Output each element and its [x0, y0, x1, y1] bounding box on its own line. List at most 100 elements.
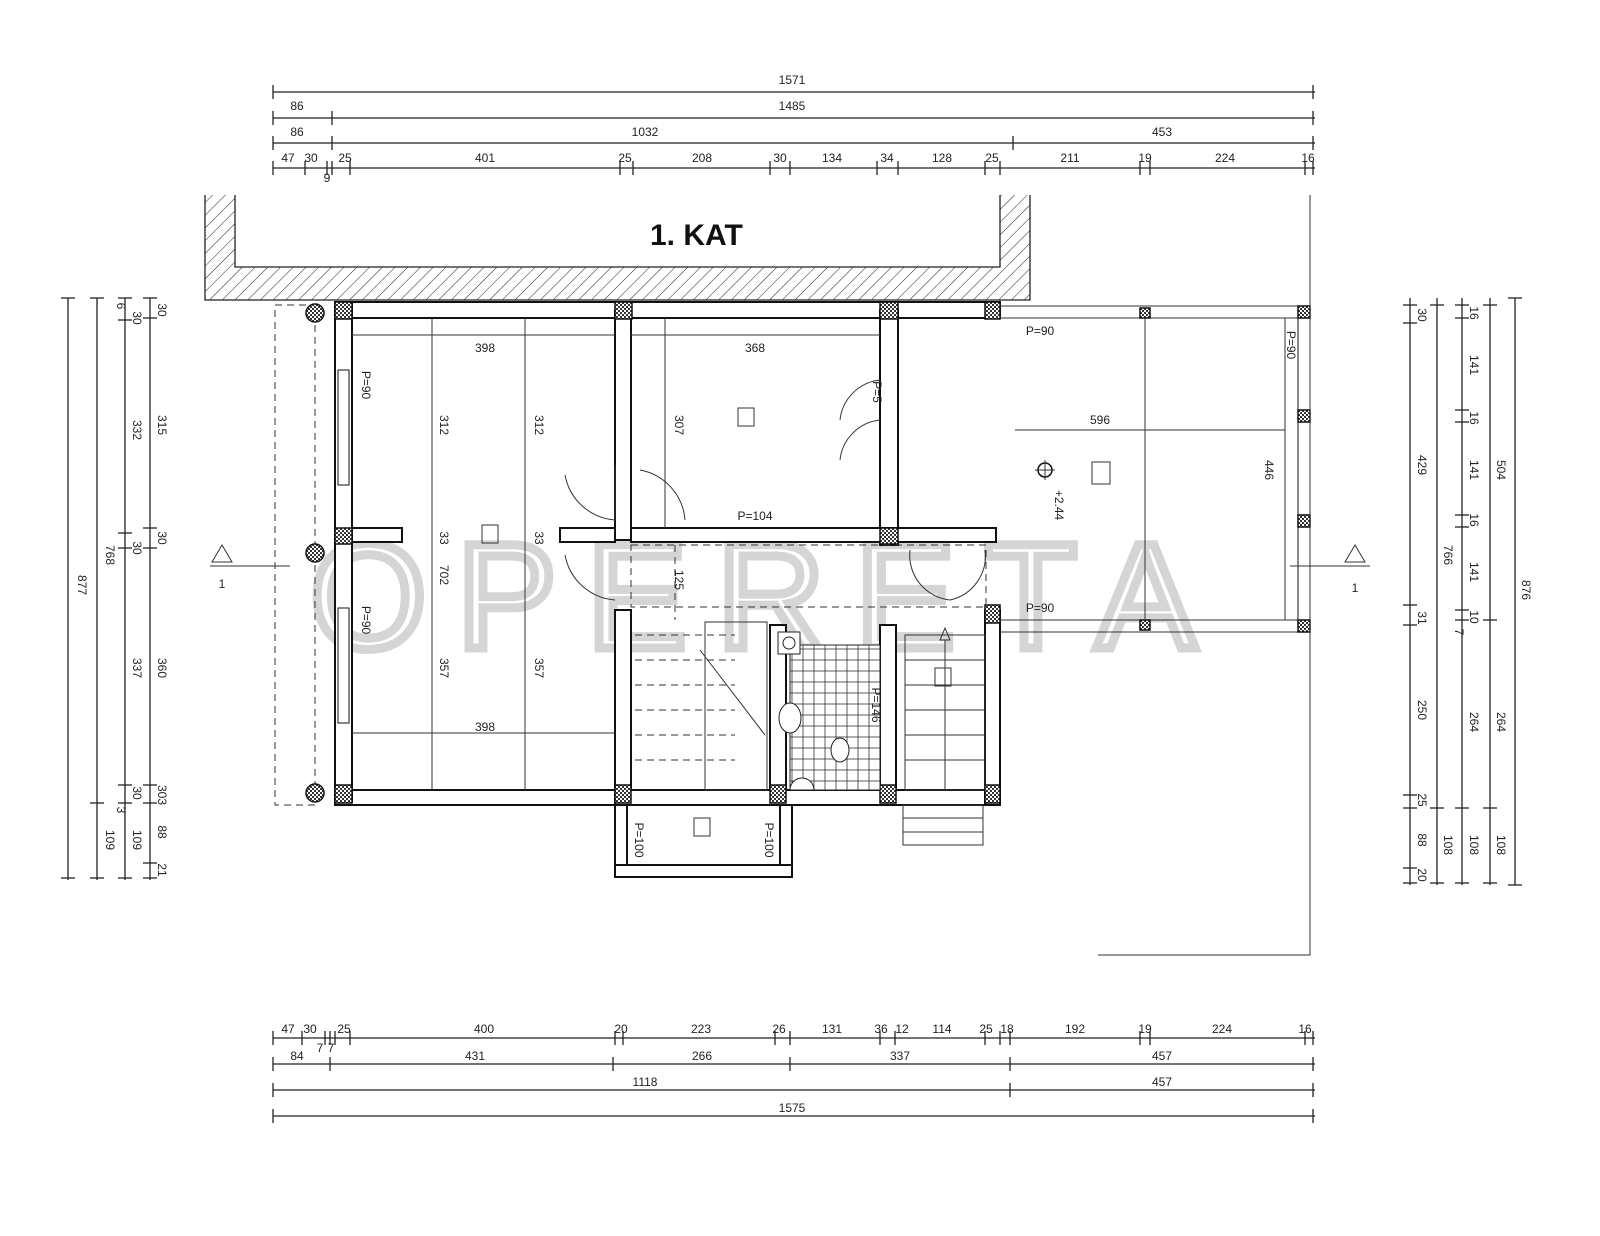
elevation-label: +2.44 — [1052, 490, 1066, 521]
dimension-label: 1485 — [779, 99, 806, 113]
room-dimension-label: 307 — [672, 415, 686, 435]
room-dimension-label: 312 — [532, 415, 546, 435]
dimension-label: 9 — [324, 171, 331, 185]
dimension-label: 224 — [1212, 1022, 1232, 1036]
dimension-label: 264 — [1494, 712, 1508, 732]
dimension-label: 20 — [614, 1022, 628, 1036]
dimension-label: 360 — [155, 658, 169, 678]
room-dimension-label: 398 — [475, 720, 495, 734]
dimension-label: 16 — [1467, 411, 1481, 425]
dimension-label: 223 — [691, 1022, 711, 1036]
section-mark-left — [210, 544, 290, 567]
dimension-label: 16 — [1298, 1022, 1312, 1036]
dimension-label: 315 — [155, 415, 169, 435]
dimension-label: 19 — [1138, 1022, 1152, 1036]
room-dimension-label: 702 — [437, 565, 451, 585]
opening-label: P=100 — [632, 822, 646, 857]
dimension-label: 131 — [822, 1022, 842, 1036]
dimension-label: 109 — [130, 830, 144, 850]
room-dimension-label: 125 — [672, 570, 686, 590]
dimension-label: 31 — [1415, 611, 1429, 625]
terrace — [1000, 195, 1311, 956]
room-dimension-label: 33 — [532, 531, 546, 545]
room-dimension-label: 368 — [745, 341, 765, 355]
dimension-label: 337 — [890, 1049, 910, 1063]
dimension-label: 141 — [1467, 562, 1481, 582]
dimension-label: 457 — [1152, 1075, 1172, 1089]
opening-label: P=90 — [359, 606, 373, 635]
dimension-label: 114 — [932, 1022, 951, 1036]
dimension-label: 192 — [1065, 1022, 1085, 1036]
dimension-label: 7 — [317, 1041, 324, 1055]
dimension-label: 7 — [328, 1041, 335, 1055]
dimension-label: 266 — [692, 1049, 712, 1063]
dimension-label: 88 — [155, 825, 169, 839]
dimension-label: 457 — [1152, 1049, 1172, 1063]
room-dimension-label: 357 — [532, 658, 546, 678]
dimension-label: 877 — [75, 575, 89, 595]
dimension-label: 3 — [114, 807, 128, 814]
opening-label: P=104 — [737, 509, 772, 523]
opening-label: P=90 — [1026, 601, 1055, 615]
dimension-label: 108 — [1467, 835, 1481, 855]
dimension-label: 20 — [1415, 868, 1429, 882]
room-dimension-label: 398 — [475, 341, 495, 355]
dimension-label: 25 — [1415, 793, 1429, 807]
dimension-label: 400 — [474, 1022, 494, 1036]
opening-label: P=5 — [870, 381, 884, 403]
dimension-label: 25 — [985, 151, 999, 165]
dimension-label: 303 — [155, 785, 169, 805]
dimension-label: 250 — [1415, 700, 1429, 720]
room-dimension-label: 357 — [437, 658, 451, 678]
dimension-label: 30 — [155, 531, 169, 545]
dimension-label: 264 — [1467, 712, 1481, 732]
dimension-label: 6 — [114, 303, 128, 310]
dimension-label: 141 — [1467, 460, 1481, 480]
room-dimension-label: 33 — [437, 531, 451, 545]
dimension-label: 47 — [281, 1022, 295, 1036]
dimension-label: 141 — [1467, 355, 1481, 375]
interior-details — [352, 318, 1111, 846]
dimension-label: 16 — [1467, 513, 1481, 527]
dimension-label: 134 — [822, 151, 842, 165]
opening-label: P=146 — [869, 687, 883, 722]
room-dimension-label: 446 — [1262, 460, 1276, 480]
dimension-label: 36 — [874, 1022, 888, 1036]
room-dimension-label: 596 — [1090, 413, 1110, 427]
dimension-label: 453 — [1152, 125, 1172, 139]
dimension-label: 30 — [1415, 308, 1429, 322]
dimension-label: 19 — [1138, 151, 1152, 165]
dimension-label: 30 — [130, 541, 144, 555]
dimension-label: 109 — [103, 830, 117, 850]
adjacent-building-hatch — [204, 195, 1031, 301]
dimension-label: 30 — [130, 311, 144, 325]
dimension-label: 1118 — [633, 1075, 658, 1089]
walls — [334, 301, 1001, 878]
dimension-label: 34 — [880, 151, 894, 165]
dimension-lines — [61, 85, 1522, 1123]
dimension-label: 12 — [895, 1022, 909, 1036]
opening-label: P=90 — [359, 371, 373, 400]
dimension-label: 25 — [338, 151, 352, 165]
dimension-label: 332 — [130, 420, 144, 440]
floor-title: 1. KAT — [650, 219, 743, 252]
dimension-label: 431 — [465, 1049, 485, 1063]
dimension-label: 7 — [1452, 629, 1466, 636]
dimension-label: 86 — [290, 99, 304, 113]
dimension-label: 10 — [1467, 610, 1481, 624]
dimension-label: 108 — [1494, 835, 1508, 855]
dimension-label: 108 — [1441, 835, 1455, 855]
dimension-label: 337 — [130, 658, 144, 678]
dimension-label: 26 — [772, 1022, 786, 1036]
dimension-label: 30 — [130, 786, 144, 800]
dimension-label: 211 — [1060, 151, 1079, 165]
dimension-label: 30 — [303, 1022, 317, 1036]
dimension-label: 30 — [773, 151, 787, 165]
dimension-label: 876 — [1519, 580, 1533, 600]
section-mark-label: 1 — [1352, 581, 1359, 595]
dimension-label: 21 — [155, 863, 169, 877]
opening-label: P=90 — [1284, 331, 1298, 360]
dimension-label: 25 — [979, 1022, 993, 1036]
